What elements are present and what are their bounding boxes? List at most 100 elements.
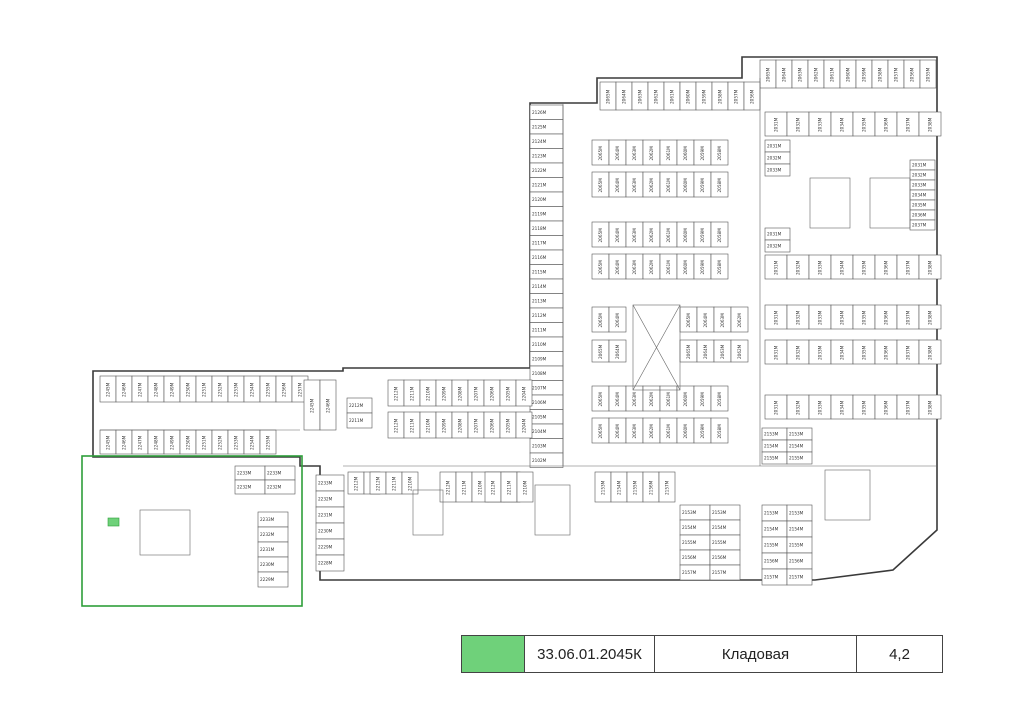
storage-cell-label: 2061М	[670, 89, 675, 104]
storage-cell-label: 2103М	[532, 443, 547, 448]
storage-cell[interactable]	[257, 571, 289, 588]
storage-cell-label: 2126М	[532, 110, 547, 115]
storage-cell-label: 2064М	[615, 178, 620, 193]
storage-cell-label: 2056М	[750, 89, 755, 104]
storage-cell-label: 2036М	[884, 345, 889, 360]
storage-cell-label: 2065М	[598, 344, 603, 359]
storage-cell-label: 2233М	[237, 471, 252, 476]
storage-cell-label: 2252М	[218, 435, 223, 450]
storage-cell-label: 2107М	[532, 385, 547, 390]
storage-cell[interactable]	[918, 339, 942, 365]
storage-cell-label: 2032М	[796, 117, 801, 132]
storage-cell-label: 2106М	[532, 400, 547, 405]
storage-cell-label: 2232М	[260, 532, 275, 537]
storage-cell-label: 2153М	[764, 511, 779, 516]
storage-cell[interactable]	[918, 111, 942, 137]
storage-cell[interactable]	[730, 306, 749, 333]
storage-cell-label: 2211М	[392, 476, 397, 491]
storage-cell[interactable]	[515, 379, 533, 407]
storage-cell-label: 2031М	[774, 117, 779, 132]
storage-cell[interactable]	[710, 171, 729, 198]
storage-cell-label: 2257М	[298, 382, 303, 397]
storage-cell-label: 2153М	[682, 510, 697, 515]
storage-cell-label: 2252М	[218, 382, 223, 397]
storage-cell-label: 2208М	[458, 386, 463, 401]
storage-cell[interactable]	[710, 139, 729, 166]
storage-cell-label: 2065М	[606, 89, 611, 104]
storage-cell-label: 2032М	[796, 345, 801, 360]
storage-cell-label: 2037М	[906, 117, 911, 132]
storage-cell-label: 2062М	[649, 178, 654, 193]
storage-cell[interactable]	[658, 471, 676, 503]
storage-cell[interactable]	[918, 304, 942, 330]
storage-cell-label: 2211М	[462, 480, 467, 495]
storage-cell-label: 2060М	[683, 146, 688, 161]
storage-cell-label: 2102М	[532, 458, 547, 463]
storage-cell-label: 2153М	[601, 480, 606, 495]
storage-cell-label: 2157М	[764, 575, 779, 580]
storage-cell-label: 2035М	[862, 310, 867, 325]
storage-cell-label: 2058М	[717, 146, 722, 161]
storage-cell-label: 2117М	[532, 240, 547, 245]
storage-cell-label: 2055М	[926, 67, 931, 82]
storage-cell-label: 2061М	[666, 178, 671, 193]
storage-cell[interactable]	[401, 471, 419, 495]
storage-cell[interactable]	[608, 306, 627, 333]
storage-cell-label: 2204М	[522, 386, 527, 401]
storage-cell[interactable]	[919, 59, 937, 89]
storage-cell-label: 2231М	[260, 547, 275, 552]
storage-cell[interactable]	[515, 411, 533, 439]
storage-cell[interactable]	[346, 412, 373, 429]
storage-cell-label: 2038М	[928, 117, 933, 132]
storage-cell[interactable]	[710, 253, 729, 280]
storage-cell-label: 2233М	[260, 517, 275, 522]
storage-cell[interactable]	[319, 379, 337, 431]
storage-cell-label: 2033М	[767, 168, 782, 173]
storage-cell-label: 2063М	[632, 146, 637, 161]
storage-cell-label: 2111М	[532, 327, 547, 332]
storage-cell[interactable]	[730, 339, 749, 363]
storage-cell[interactable]	[264, 479, 296, 495]
storage-cell-label: 2063М	[720, 313, 725, 328]
storage-cell-label: 2058М	[717, 228, 722, 243]
storage-cell-label: 2031М	[767, 144, 782, 149]
storage-cell-label: 2036М	[884, 400, 889, 415]
storage-cell[interactable]	[786, 451, 813, 465]
storage-cell[interactable]	[764, 163, 791, 177]
storage-cell[interactable]	[786, 568, 813, 586]
storage-cell-label: 2155М	[764, 543, 779, 548]
storage-cell[interactable]	[918, 394, 942, 420]
storage-cell-label: 2034М	[840, 260, 845, 275]
storage-cell-label: 2031М	[774, 400, 779, 415]
storage-cell-label: 2061М	[666, 424, 671, 439]
storage-cell-label: 2212М	[354, 476, 359, 491]
storage-cell-label: 2032М	[796, 310, 801, 325]
storage-cell[interactable]	[918, 254, 942, 280]
storage-cell[interactable]	[608, 339, 627, 363]
storage-cell[interactable]	[764, 239, 791, 253]
storage-cell-label: 2113М	[532, 298, 547, 303]
storage-cell-label: 2037М	[906, 260, 911, 275]
storage-cell-label: 2229М	[260, 577, 275, 582]
storage-cell-label: 2036М	[884, 117, 889, 132]
storage-cell-label: 2038М	[928, 310, 933, 325]
storage-cell-label: 2058М	[718, 89, 723, 104]
storage-cell[interactable]	[516, 471, 534, 503]
storage-cell[interactable]	[710, 385, 729, 412]
storage-cell[interactable]	[315, 554, 345, 572]
storage-cell-label: 2253М	[234, 435, 239, 450]
storage-cell[interactable]	[710, 417, 729, 444]
storage-cell-label: 2210М	[408, 476, 413, 491]
storage-cell-label: 2205М	[506, 386, 511, 401]
storage-cell[interactable]	[710, 221, 729, 248]
storage-cell-label: 2063М	[632, 392, 637, 407]
storage-cell-label: 2031М	[767, 232, 782, 237]
storage-cell-label: 2031М	[774, 310, 779, 325]
storage-cell-label: 2059М	[700, 228, 705, 243]
storage-cell-label: 2032М	[767, 156, 782, 161]
storage-cell-label: 2109М	[532, 356, 547, 361]
storage-cell[interactable]	[709, 564, 741, 581]
highlighted-unit[interactable]	[107, 517, 120, 527]
storage-cell-label: 2211М	[410, 418, 415, 433]
storage-cell-label: 2064М	[615, 146, 620, 161]
